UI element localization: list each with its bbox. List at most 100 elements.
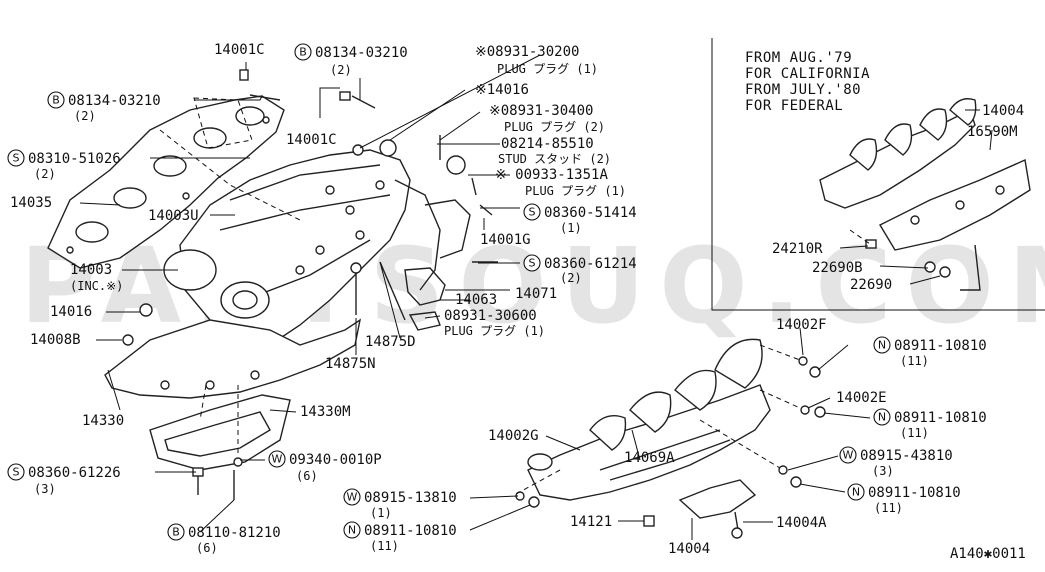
sub-08214-85510: STUD スタッド (2) <box>498 152 611 166</box>
qty-08360-61214: (2) <box>560 271 582 285</box>
inset-divider <box>711 38 1045 311</box>
part-labels: 14001C B 08134-03210 (2) B 08134-03210 (… <box>7 42 1026 562</box>
label-14875N: 14875N <box>325 356 376 372</box>
label-14875D: 14875D <box>365 334 416 350</box>
label-14016-left: 14016 <box>50 304 92 320</box>
leader-lines <box>79 54 993 540</box>
qty-08134-03210-top: (2) <box>330 63 352 77</box>
label-08931-30600: 08931-30600 <box>444 308 537 324</box>
symbol-s-circle <box>523 254 541 272</box>
label-08134-03210-top: 08134-03210 <box>315 45 408 61</box>
label-16590M: 16590M <box>967 124 1018 140</box>
label-22690B: 22690B <box>812 260 863 276</box>
label-14002F: 14002F <box>776 317 827 333</box>
label-14069A: 14069A <box>624 450 675 466</box>
label-08911-10810-a: 08911-10810 <box>894 338 987 354</box>
label-14002G: 14002G <box>488 428 539 444</box>
symbol-s: S <box>529 206 536 219</box>
lower-exhaust-manifold-drawing <box>515 338 826 539</box>
qty-08911-10810-a: (11) <box>900 354 929 368</box>
symbol-n-circle <box>847 483 865 501</box>
label-14035: 14035 <box>10 195 52 211</box>
symbol-b-circle <box>294 43 312 61</box>
label-14008B: 14008B <box>30 332 81 348</box>
symbol-b-circle <box>167 523 185 541</box>
label-14330M: 14330M <box>300 404 351 420</box>
symbol-s: S <box>13 152 20 165</box>
label-14330: 14330 <box>82 413 124 429</box>
label-08911-10810-d: 08911-10810 <box>364 523 457 539</box>
label-08931-30400: ※08931-30400 <box>489 103 593 119</box>
sub-08931-30600: PLUG プラグ (1) <box>444 324 545 338</box>
label-08911-10810-b: 08911-10810 <box>894 410 987 426</box>
label-14003-inc: (INC.※) <box>70 279 123 293</box>
label-08911-10810-c: 08911-10810 <box>868 485 961 501</box>
symbol-b-circle <box>47 91 65 109</box>
qty-08915-43810: (3) <box>872 464 894 478</box>
label-14001C-mid: 14001C <box>286 132 337 148</box>
note-line-1: FROM AUG.'79 <box>745 50 852 66</box>
label-14001C-top: 14001C <box>214 42 265 58</box>
hardware-drawing <box>122 69 498 500</box>
symbol-w: W <box>843 449 854 462</box>
note-line-3: FROM JULY.'80 <box>745 82 861 98</box>
inset-exhaust-manifold-drawing <box>819 98 1031 291</box>
label-14071: 14071 <box>515 286 557 302</box>
symbol-s: S <box>13 466 20 479</box>
symbol-b: B <box>299 46 307 59</box>
symbol-s-circle <box>7 463 25 481</box>
symbol-n-circle <box>873 408 891 426</box>
label-08214-85510: 08214-85510 <box>501 136 594 152</box>
qty-08134-03210-left: (2) <box>74 109 96 123</box>
symbol-n-circle <box>343 521 361 539</box>
symbol-w-circle <box>268 450 286 468</box>
intake-manifold-drawing <box>163 149 441 346</box>
label-09340-0010P: 09340-0010P <box>289 452 382 468</box>
label-08915-43810: 08915-43810 <box>860 448 953 464</box>
qty-08911-10810-c: (11) <box>874 501 903 515</box>
label-14002E: 14002E <box>836 390 887 406</box>
label-14016-top: ※14016 <box>475 82 529 98</box>
symbol-n: N <box>878 339 886 352</box>
symbol-b: B <box>52 94 60 107</box>
qty-08911-10810-b: (11) <box>900 426 929 440</box>
symbol-n: N <box>852 486 860 499</box>
note-line-2: FOR CALIFORNIA <box>745 66 870 82</box>
sub-08931-30200: PLUG プラグ (1) <box>497 62 598 76</box>
label-08110-81210: 08110-81210 <box>188 525 281 541</box>
label-08915-13810: 08915-13810 <box>364 490 457 506</box>
label-22690: 22690 <box>850 277 892 293</box>
symbol-w: W <box>347 491 358 504</box>
dashed-guides <box>159 97 871 495</box>
label-14003U: 14003U <box>148 208 199 224</box>
label-08360-61214: 08360-61214 <box>544 256 637 272</box>
qty-08915-13810: (1) <box>370 506 392 520</box>
qty-08110-81210: (6) <box>196 541 218 555</box>
symbol-n: N <box>878 411 886 424</box>
label-14063: 14063 <box>455 292 497 308</box>
label-14003: 14003 <box>70 262 112 278</box>
symbol-n: N <box>348 524 356 537</box>
note-line-4: FOR FEDERAL <box>745 98 843 114</box>
heat-insulator-plate-drawing <box>149 394 291 471</box>
figure-code: A140✱0011 <box>950 546 1026 562</box>
qty-08911-10810-d: (11) <box>370 539 399 553</box>
symbol-s-circle <box>523 203 541 221</box>
label-08931-30200: ※08931-30200 <box>475 44 579 60</box>
qty-08310-51026: (2) <box>34 167 56 181</box>
label-08360-61226: 08360-61226 <box>28 465 121 481</box>
label-24210R: 24210R <box>772 241 823 257</box>
sub-08931-30400: PLUG プラグ (2) <box>504 120 605 134</box>
label-14004-inset: 14004 <box>982 103 1024 119</box>
symbol-w-circle <box>839 446 857 464</box>
label-14004-bottom: 14004 <box>668 541 710 557</box>
qty-08360-61226: (3) <box>34 482 56 496</box>
label-14001G: 14001G <box>480 232 531 248</box>
qty-09340-0010P: (6) <box>296 469 318 483</box>
symbol-b: B <box>172 526 180 539</box>
symbol-w: W <box>272 453 283 466</box>
label-14004A: 14004A <box>776 515 827 531</box>
label-14121: 14121 <box>570 514 612 530</box>
label-08360-51414: 08360-51414 <box>544 205 637 221</box>
symbol-s-circle <box>7 149 25 167</box>
